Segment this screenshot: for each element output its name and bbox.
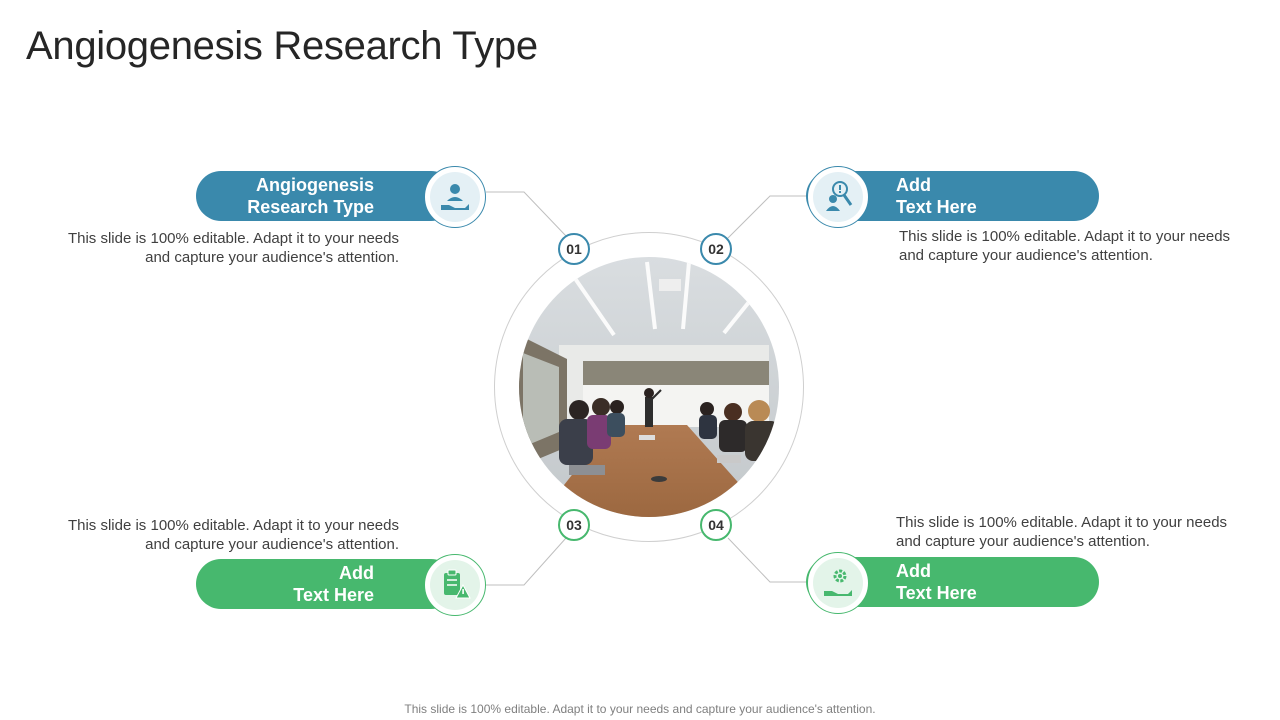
hand-with-person-icon [441, 184, 469, 210]
item-03-icon-circle [424, 554, 486, 616]
person-search-alert-icon [826, 181, 853, 211]
item-02-number: 02 [700, 233, 732, 265]
page-title: Angiogenesis Research Type [26, 24, 538, 68]
connector-04 [727, 537, 808, 583]
item-02-description-line2: and capture your audience's attention. [899, 247, 1153, 264]
item-01-label-pill: Angiogenesis Research Type [196, 171, 456, 221]
item-02-description: This slide is 100% editable. Adapt it to… [899, 227, 1269, 265]
center-ring [494, 232, 804, 542]
item-03-label-pill: Add Text Here [196, 559, 456, 609]
item-01-number: 01 [558, 233, 590, 265]
clipboard-warning-icon [444, 569, 471, 599]
item-01-description-line2: and capture your audience's attention. [145, 249, 399, 266]
item-01-description-line1: This slide is 100% editable. Adapt it to… [67, 230, 399, 247]
connector-01 [486, 191, 567, 237]
item-02-label-line1: Add [896, 175, 931, 195]
item-04-label-line2: Text Here [896, 583, 977, 603]
item-01-description: This slide is 100% editable. Adapt it to… [29, 229, 399, 267]
item-04-number: 04 [700, 509, 732, 541]
item-03-number: 03 [558, 509, 590, 541]
item-01-icon-circle [424, 166, 486, 228]
item-03-description-line1: This slide is 100% editable. Adapt it to… [67, 517, 399, 534]
item-04-description: This slide is 100% editable. Adapt it to… [896, 513, 1266, 551]
item-04-icon-circle [807, 552, 869, 614]
connector-02 [727, 195, 808, 239]
conference-room-photo [519, 257, 779, 517]
hand-with-gear-icon [824, 569, 852, 596]
item-03-description-line2: and capture your audience's attention. [145, 536, 399, 553]
item-02-label-line2: Text Here [896, 197, 977, 217]
connector-03 [486, 537, 567, 586]
item-03-label-line1: Add [339, 563, 374, 583]
item-04-description-line2: and capture your audience's attention. [896, 533, 1150, 550]
item-02-description-line1: This slide is 100% editable. Adapt it to… [899, 228, 1231, 245]
item-01-label-line2: Research Type [247, 197, 374, 217]
item-03-label-line2: Text Here [293, 585, 374, 605]
item-03-description: This slide is 100% editable. Adapt it to… [29, 516, 399, 554]
item-02-icon-circle [807, 166, 869, 228]
item-04-description-line1: This slide is 100% editable. Adapt it to… [896, 514, 1228, 531]
footer-note: This slide is 100% editable. Adapt it to… [404, 702, 876, 716]
item-01-label-line1: Angiogenesis [255, 175, 374, 195]
item-04-label-line1: Add [896, 561, 931, 581]
